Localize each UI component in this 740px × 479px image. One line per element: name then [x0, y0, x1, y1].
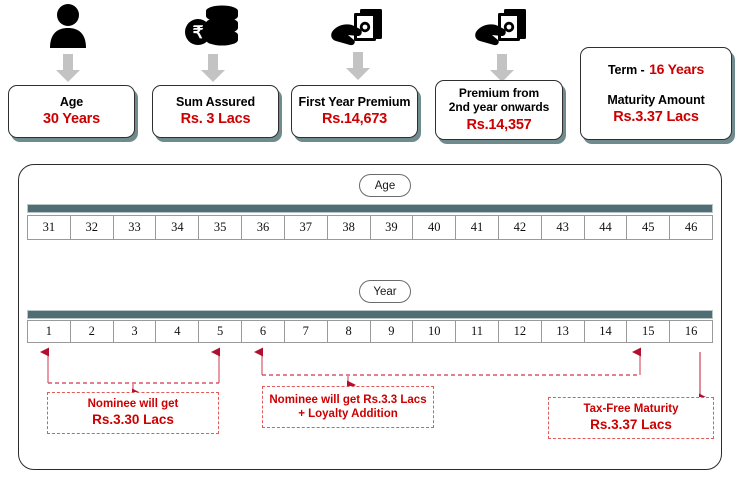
term-maturity-card: Term - 16 Years Maturity Amount Rs.3.37 …: [580, 47, 732, 140]
year-cell: 11: [456, 321, 499, 342]
year-cell: 7: [285, 321, 328, 342]
first-year-premium-label: First Year Premium: [298, 94, 411, 109]
year-cell: 6: [242, 321, 285, 342]
age-cell: 42: [499, 216, 542, 239]
year-scale: 1 2 3 4 5 6 7 8 9 10 11 12 13 14 15 16: [27, 320, 713, 343]
person-icon: [38, 2, 98, 48]
year-cell: 16: [684, 324, 698, 338]
recurring-premium-label-line1: Premium from: [458, 86, 540, 101]
term-label: Term -: [607, 62, 645, 77]
year-cell: 10: [413, 321, 457, 342]
age-axis-pill: Age: [359, 174, 411, 197]
age-cell: 34: [156, 216, 200, 239]
year-cell: 13: [542, 321, 585, 342]
age-card-value: 30 Years: [42, 111, 100, 128]
recurring-premium-card: Premium from 2nd year onwards Rs.14,357: [435, 80, 563, 140]
year-cell: 12: [499, 321, 542, 342]
svg-text:₹: ₹: [193, 23, 204, 42]
age-cell: 35: [199, 216, 243, 239]
sum-assured-label: Sum Assured: [175, 94, 255, 109]
callout-line2: + Loyalty Addition: [298, 408, 398, 420]
callout-line1: Tax-Free Maturity: [583, 403, 679, 416]
age-cell: 36: [242, 216, 285, 239]
age-scale: 31 32 33 34 35 36 37 38 39 40 41 42 43 4…: [27, 215, 713, 240]
age-cell: 31: [28, 216, 71, 239]
flow-arrow-down-icon: [55, 54, 81, 87]
hand-cash-icon: [328, 4, 390, 48]
age-axis-bar: [27, 204, 713, 213]
year-cell: 5: [199, 321, 243, 342]
age-cell: 44: [585, 216, 628, 239]
term-row: Term - 16 Years: [608, 61, 704, 80]
sum-assured-value: Rs. 3 Lacs: [180, 111, 251, 128]
first-year-premium-value: Rs.14,673: [321, 111, 388, 128]
year-cell: 3: [114, 321, 157, 342]
year-cell: 9: [371, 321, 414, 342]
age-cell: 33: [114, 216, 157, 239]
recurring-premium-value: Rs.14,357: [466, 116, 532, 133]
callout-line1: Nominee will get Rs.3.3 Lacs: [269, 393, 427, 406]
callout-box-nominee-loyalty: Nominee will get Rs.3.3 Lacs + Loyalty A…: [262, 386, 434, 428]
age-cell: 46: [684, 220, 698, 234]
year-cell: 15: [627, 321, 671, 342]
hand-cash-icon: [472, 4, 534, 48]
maturity-value: Rs.3.37 Lacs: [613, 109, 699, 126]
maturity-label: Maturity Amount: [607, 92, 705, 107]
age-cell: 40: [413, 216, 457, 239]
age-cell: 45: [627, 216, 671, 239]
flow-arrow-down-icon: [200, 54, 226, 87]
age-cell: 37: [285, 216, 328, 239]
age-cell: 39: [371, 216, 414, 239]
year-axis-pill: Year: [359, 280, 411, 303]
age-cell: 41: [456, 216, 499, 239]
age-cell: 32: [71, 216, 114, 239]
age-cell: 38: [328, 216, 371, 239]
callout-box-nominee-early: Nominee will get Rs.3.30 Lacs: [47, 392, 219, 434]
term-value: 16 Years: [649, 60, 705, 77]
callout-box-maturity: Tax-Free Maturity Rs.3.37 Lacs: [548, 397, 714, 439]
age-card: Age 30 Years: [8, 85, 135, 138]
rupee-coins-icon: ₹: [183, 2, 243, 48]
first-year-premium-card: First Year Premium Rs.14,673: [291, 85, 418, 138]
year-axis-bar: [27, 310, 713, 319]
recurring-premium-label-line2: 2nd year onwards: [448, 100, 550, 115]
flow-arrow-down-icon: [345, 52, 371, 85]
callout-line2: Rs.3.30 Lacs: [92, 411, 174, 427]
year-cell: 8: [328, 321, 371, 342]
year-cell: 2: [71, 321, 114, 342]
sum-assured-card: Sum Assured Rs. 3 Lacs: [152, 85, 279, 138]
year-cell: 14: [585, 321, 628, 342]
year-cell: 1: [28, 321, 71, 342]
year-cell: 4: [156, 321, 200, 342]
age-cell: 43: [542, 216, 585, 239]
callout-line2: Rs.3.37 Lacs: [590, 416, 672, 432]
callout-line1: Nominee will get: [87, 398, 179, 411]
age-card-label: Age: [59, 94, 84, 109]
flow-arrow-down-icon: [489, 54, 515, 87]
